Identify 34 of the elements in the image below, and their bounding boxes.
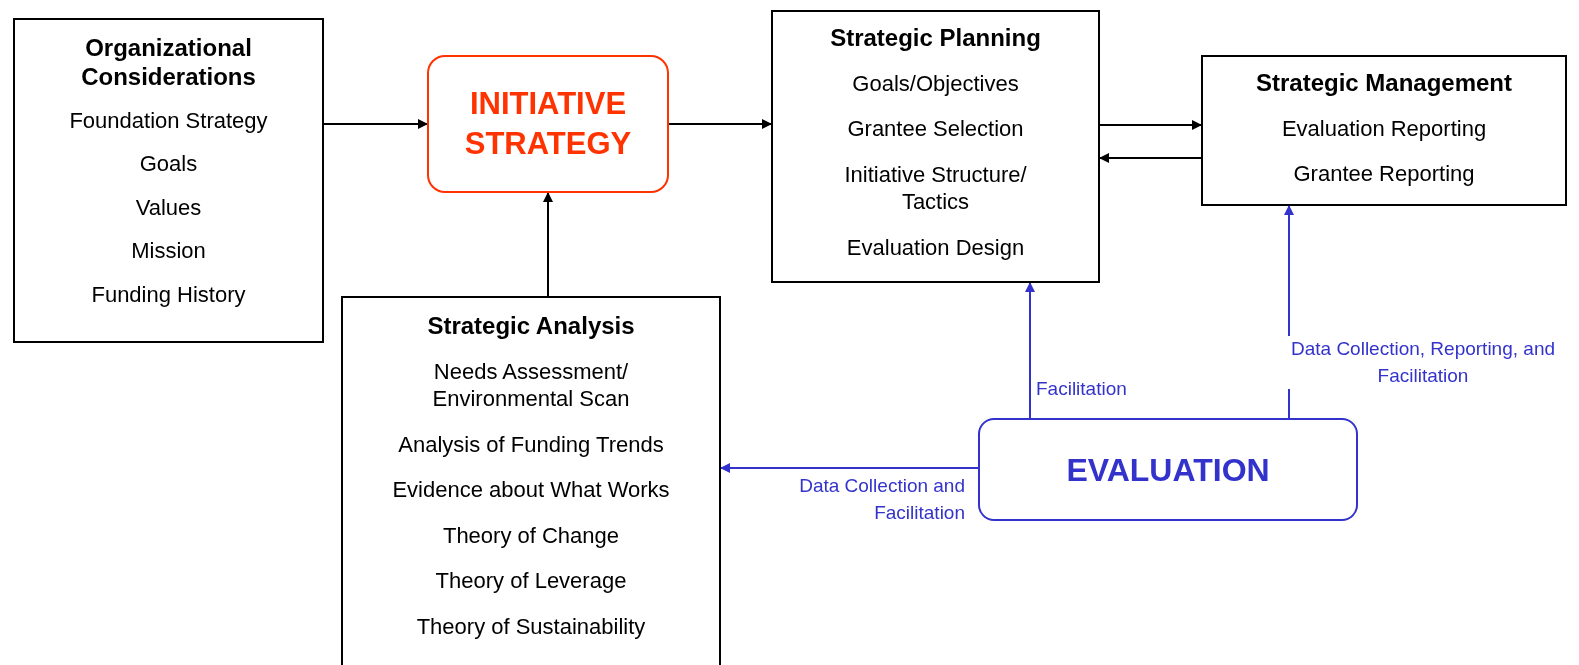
list-item: Evaluation Reporting <box>1281 114 1487 143</box>
arrow <box>1025 282 1035 419</box>
arrow <box>1099 120 1202 130</box>
list-item: Initiative Structure/ Tactics <box>843 160 1028 217</box>
process-box <box>341 296 721 665</box>
arrow <box>543 192 553 297</box>
box-heading: Strategic Planning <box>830 24 1041 53</box>
list-item: Theory of Change <box>442 521 620 550</box>
process-box <box>771 10 1100 283</box>
arrow <box>720 463 979 473</box>
list-item: Values <box>135 193 202 222</box>
list-item: Grantee Selection <box>847 115 1024 144</box>
list-item: Theory of Leverage <box>435 567 627 596</box>
list-item: Funding History <box>91 280 246 309</box>
list-item: Grantee Reporting <box>1293 160 1475 189</box>
list-item: Evaluation Design <box>846 233 1025 262</box>
process-box <box>1201 55 1567 206</box>
arrow <box>323 119 428 129</box>
box-heading: Strategic Analysis <box>427 312 635 341</box>
arrow <box>1099 153 1202 163</box>
rounded-box: EVALUATION <box>978 418 1358 521</box>
process-box <box>13 18 324 343</box>
list-item: Analysis of Funding Trends <box>398 430 664 459</box>
list-item: Foundation Strategy <box>69 106 268 135</box>
list-item: Goals <box>139 150 198 179</box>
list-item: Evidence about What Works <box>392 476 670 505</box>
arrow <box>668 119 772 129</box>
list-item: Needs Assessment/ Environmental Scan <box>431 357 631 414</box>
list-item: Theory of Sustainability <box>416 612 646 641</box>
list-item: Mission <box>131 237 206 266</box>
box-heading: Strategic Management <box>1255 69 1513 98</box>
box-heading: Organizational Considerations <box>80 34 257 92</box>
list-item: Goals/Objectives <box>852 69 1019 98</box>
rounded-box: INITIATIVE STRATEGY <box>427 55 669 193</box>
